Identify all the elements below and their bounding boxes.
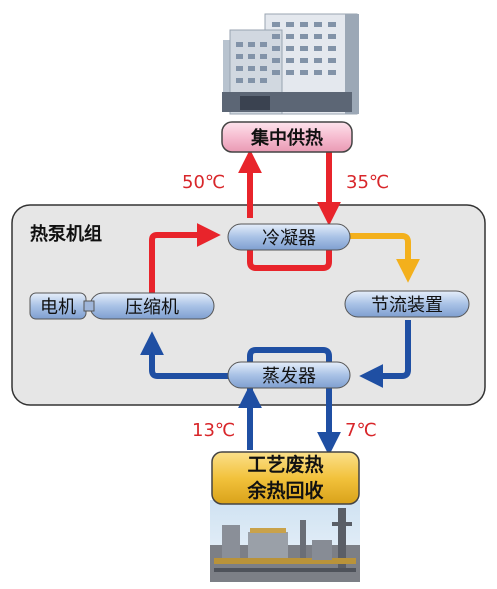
heat-pump-unit-label: 热泵机组: [30, 224, 102, 245]
heating-label: 集中供热: [251, 128, 323, 149]
evaporator-coil: [247, 347, 332, 396]
evaporator-label: 蒸发器: [262, 366, 316, 387]
motor-label: 电机: [40, 297, 76, 318]
waste-heat-line2: 余热回收: [247, 480, 324, 502]
expansion-line: [359, 320, 411, 388]
supply-temperature: 50℃: [182, 172, 226, 193]
throttle-pill: [344, 290, 470, 318]
waste-heat-label: 工艺废热 余热回收: [212, 452, 359, 504]
compressor-label: 压缩机: [125, 297, 179, 318]
return-temperature: 35℃: [346, 172, 390, 193]
condenser-label: 冷凝器: [262, 228, 316, 249]
evaporator-pill: [227, 361, 351, 389]
office-building-icon: [222, 13, 359, 115]
industrial-plant-icon: [210, 500, 360, 582]
liquid-line: [350, 233, 420, 283]
waste-out-temperature: 7℃: [345, 420, 377, 441]
condenser-pill: [227, 223, 351, 251]
throttle-label: 节流装置: [371, 295, 443, 316]
suction-line: [140, 331, 228, 379]
condenser-coil: [247, 240, 332, 271]
heating-box: [221, 121, 353, 153]
waste-in-temperature: 13℃: [192, 420, 236, 441]
motor-shaft: [83, 300, 95, 312]
waste-heat-box: [211, 451, 360, 505]
discharge-line: [149, 223, 221, 297]
waste-heat-line1: 工艺废热: [247, 454, 324, 476]
